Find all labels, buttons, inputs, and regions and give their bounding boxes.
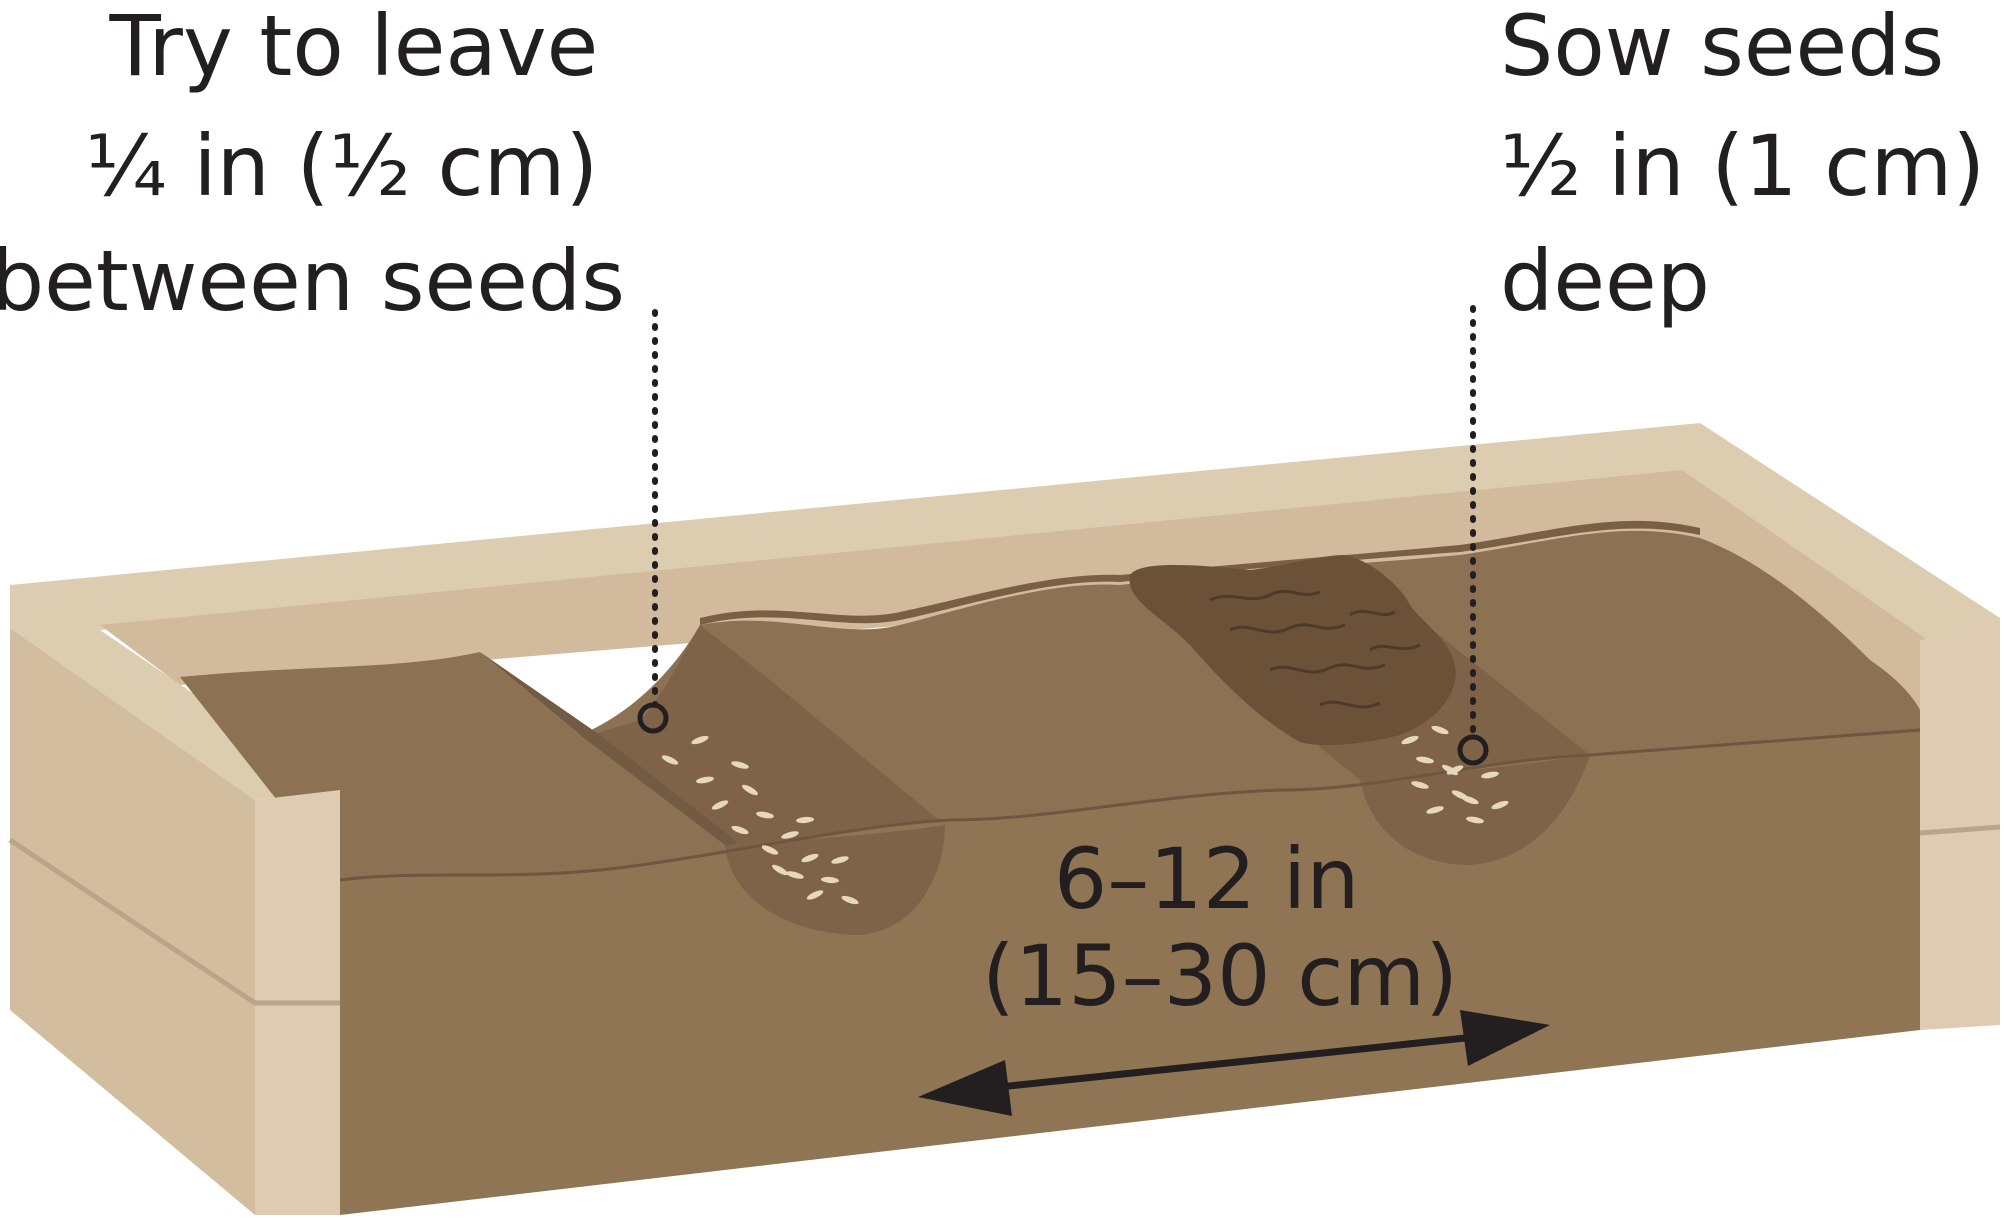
spacing-callout: Try to leave ¼ in (½ cm) between seeds — [0, 0, 669, 734]
seed — [1411, 781, 1429, 789]
spacing-label-line-2: ¼ in (½ cm) — [85, 117, 598, 215]
seed — [1416, 756, 1434, 764]
seed — [821, 876, 839, 884]
seed — [756, 811, 774, 819]
seed — [772, 864, 788, 876]
row-distance-arrow-shaft — [989, 1033, 1476, 1092]
soil-front-line — [339, 728, 1921, 882]
seed — [761, 845, 779, 855]
bed-frame-inner-wall — [100, 470, 1925, 720]
seed — [831, 856, 849, 864]
seed — [1431, 725, 1449, 735]
spacing-label-line-1: Try to leave — [108, 0, 598, 95]
spacing-label: Try to leave ¼ in (½ cm) between seeds — [0, 0, 625, 330]
bed-frame-top-rim — [10, 423, 2000, 800]
seed — [1466, 816, 1484, 824]
soil-mound-texture — [1209, 589, 1421, 709]
depth-label-line-3: deep — [1500, 232, 1710, 330]
soil-mound — [1129, 555, 1456, 746]
seed — [796, 816, 814, 824]
seed — [1426, 806, 1444, 814]
seed — [1442, 764, 1458, 776]
row-distance-measure: 6–12 in (15–30 cm) — [918, 830, 1550, 1116]
seed — [781, 831, 799, 839]
seed — [1461, 795, 1479, 805]
seed — [801, 853, 819, 863]
seed — [742, 784, 758, 796]
depth-label: Sow seeds ½ in (1 cm) deep — [1500, 0, 2004, 330]
row-distance-arrowhead-right — [1460, 1010, 1550, 1066]
depth-label-line-2: ½ in (1 cm) — [1500, 117, 1985, 215]
spacing-leader-dot — [637, 702, 669, 734]
seed — [696, 776, 714, 784]
seed — [711, 800, 729, 810]
seed — [691, 735, 709, 745]
seed — [1481, 771, 1499, 779]
seed — [731, 761, 749, 769]
bed-frame-plank-lines — [8, 824, 2001, 1006]
seeds — [661, 725, 1509, 905]
soil-surface — [180, 530, 1920, 880]
row-distance-label-line-1: 6–12 in — [1054, 830, 1360, 928]
depth-label-line-1: Sow seeds — [1500, 0, 1944, 95]
seed — [731, 825, 749, 835]
seed — [841, 895, 859, 905]
seed — [806, 890, 824, 900]
seed — [1401, 735, 1419, 745]
row-distance-label: 6–12 in (15–30 cm) — [982, 830, 1458, 1025]
row-distance-arrowhead-left — [918, 1060, 1012, 1116]
depth-leader-dot — [1457, 734, 1489, 766]
spacing-label-line-3: between seeds — [0, 232, 625, 330]
seed — [1491, 800, 1509, 810]
seed — [661, 755, 679, 765]
row-distance-label-line-2: (15–30 cm) — [982, 927, 1458, 1025]
seed — [786, 871, 804, 879]
depth-callout: Sow seeds ½ in (1 cm) deep — [1457, 0, 2004, 766]
